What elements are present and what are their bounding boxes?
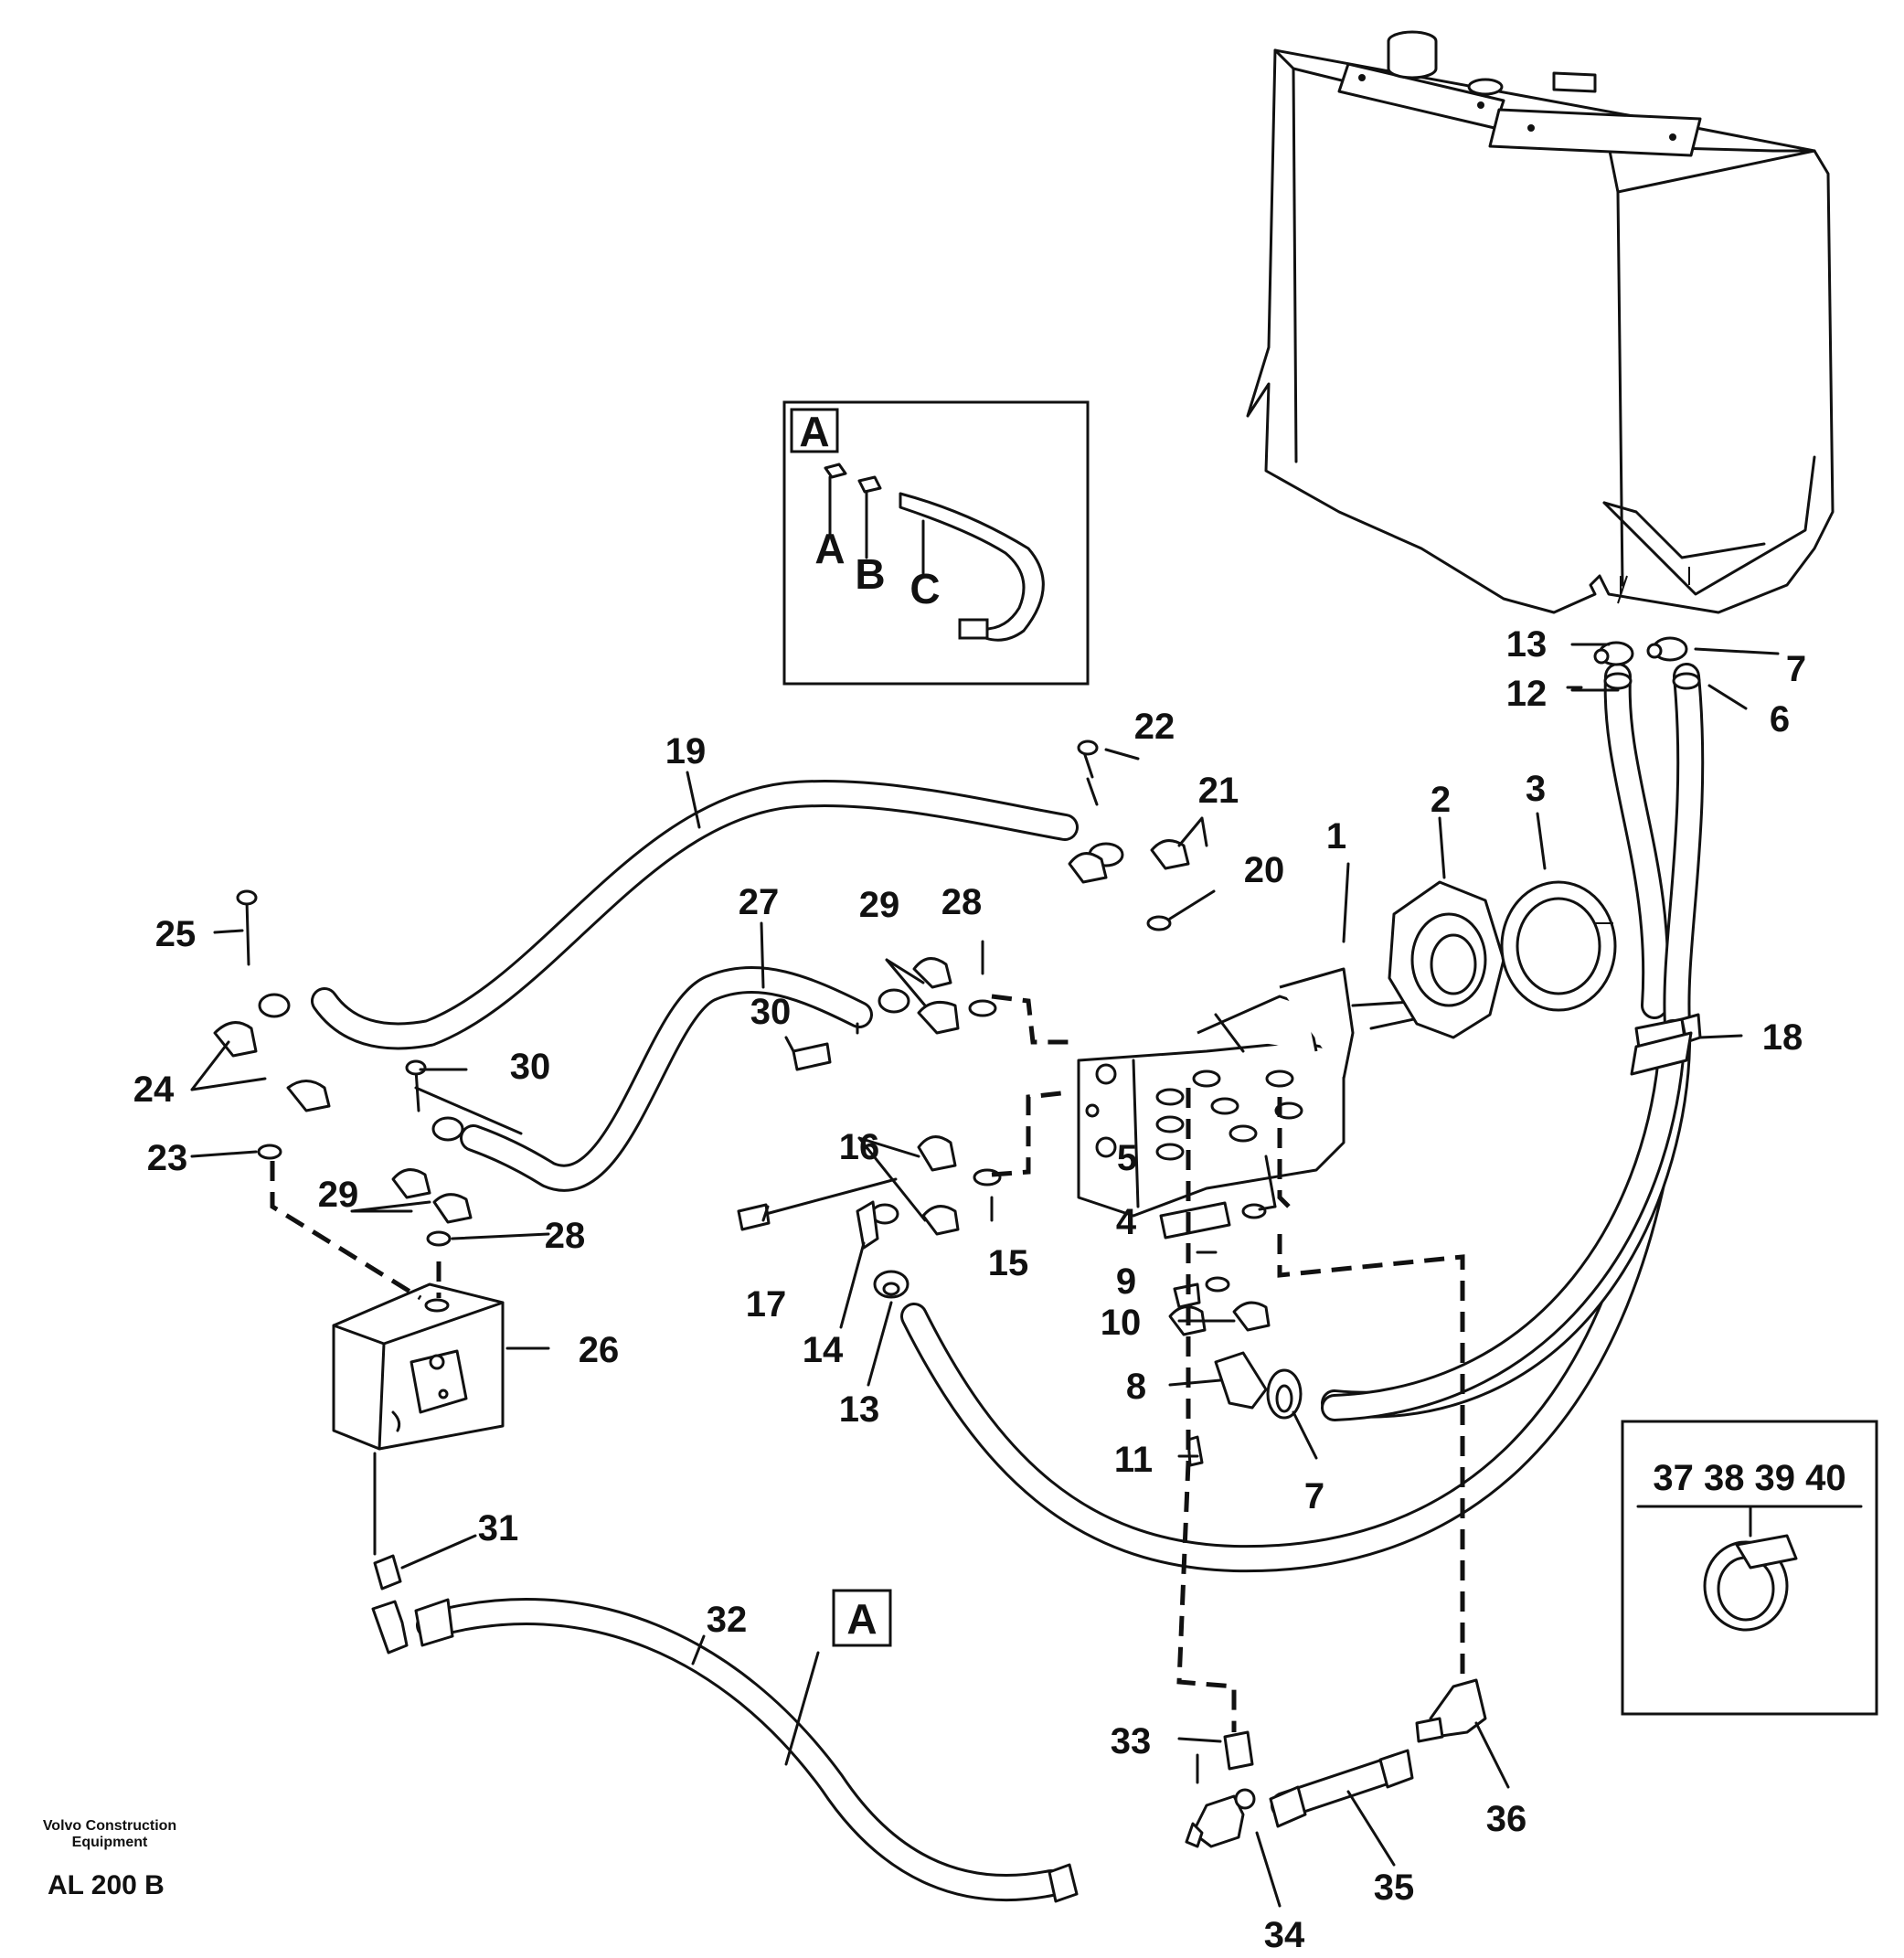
dashed-connections	[270, 994, 1465, 1732]
valve-block-26	[332, 1282, 505, 1451]
hose-bracket-18	[1630, 1031, 1693, 1076]
label-21: 21	[1198, 771, 1239, 811]
footer-code: AL 200 B	[48, 1870, 165, 1900]
label-10: 10	[1101, 1303, 1142, 1343]
label-28-top: 28	[941, 882, 983, 922]
label-35: 35	[1374, 1868, 1415, 1908]
lower-fittings	[1048, 1678, 1487, 1903]
detail-box-a: A A B C	[782, 400, 1090, 686]
label-11: 11	[1114, 1440, 1153, 1480]
label-8: 8	[1126, 1367, 1146, 1407]
label-22: 22	[1134, 707, 1175, 747]
label-13-bottom: 13	[839, 1389, 880, 1430]
label-29-top: 29	[859, 885, 900, 925]
small-fittings	[371, 1554, 1414, 1828]
label-13-top: 13	[1506, 624, 1548, 665]
label-6: 6	[1770, 699, 1790, 740]
label-15: 15	[988, 1243, 1029, 1283]
label-29-bottom: 29	[318, 1175, 359, 1215]
label-19: 19	[665, 731, 707, 771]
label-27: 27	[739, 882, 780, 922]
label-4: 4	[1116, 1202, 1137, 1242]
footer-company-line2: Equipment	[72, 1835, 148, 1850]
label-14: 14	[803, 1330, 844, 1370]
label-30-bottom: 30	[510, 1047, 551, 1087]
label-24: 24	[133, 1069, 175, 1110]
label-26: 26	[579, 1330, 620, 1370]
label-36: 36	[1486, 1799, 1527, 1839]
label-30-top: 30	[750, 992, 792, 1032]
detail-a-item-c: C	[909, 565, 940, 612]
clamp-numbers: 37 38 39 40	[1653, 1458, 1845, 1498]
label-20: 20	[1244, 850, 1285, 890]
label-31: 31	[478, 1508, 519, 1548]
hydraulic-tank	[1246, 30, 1835, 614]
label-23: 23	[147, 1138, 188, 1178]
label-17: 17	[746, 1284, 787, 1325]
label-16: 16	[839, 1127, 880, 1167]
hose-clamps-and-seals	[213, 636, 1702, 1467]
callout-a: A	[832, 1589, 892, 1647]
leader-lines	[190, 643, 1780, 1908]
detail-a-item-b: B	[855, 550, 885, 598]
gasket-3	[1500, 880, 1617, 1012]
label-28-bottom: 28	[545, 1216, 586, 1256]
footer: Volvo Construction Equipment AL 200 B	[43, 1818, 176, 1900]
label-2: 2	[1431, 780, 1451, 820]
label-3: 3	[1526, 769, 1546, 809]
label-1: 1	[1326, 816, 1346, 857]
label-7-bottom: 7	[1304, 1476, 1324, 1516]
label-33: 33	[1111, 1721, 1152, 1761]
label-12: 12	[1506, 674, 1548, 714]
clamp-box: 37 38 39 40	[1621, 1420, 1878, 1716]
label-18: 18	[1762, 1017, 1803, 1058]
part-labels: 1 2 3 4 5 6 7 7 8 9 10 11 12 13 13 14 15…	[133, 624, 1806, 1955]
label-32: 32	[707, 1600, 748, 1640]
label-25: 25	[155, 914, 197, 954]
label-5: 5	[1117, 1138, 1137, 1178]
footer-company-line1: Volvo Construction	[43, 1818, 176, 1834]
hydraulic-pump-assembly	[1077, 967, 1437, 1218]
label-34: 34	[1264, 1915, 1305, 1955]
label-7-top: 7	[1786, 649, 1806, 689]
detail-a-tag: A	[799, 408, 829, 455]
callout-a-tag: A	[846, 1595, 877, 1643]
flange-2	[1388, 880, 1505, 1039]
label-9: 9	[1116, 1261, 1136, 1302]
detail-a-item-a: A	[814, 525, 845, 572]
